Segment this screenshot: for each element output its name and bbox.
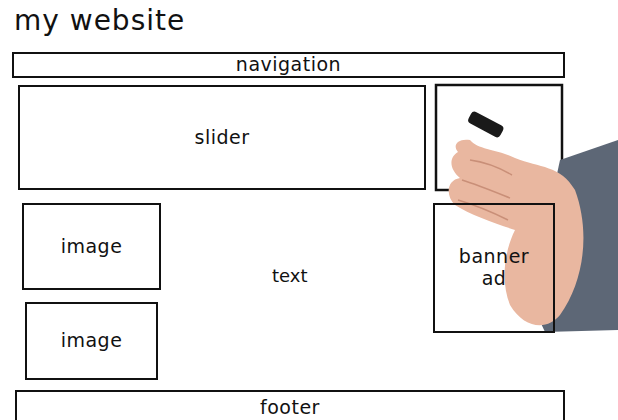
marker [467, 110, 505, 138]
hand-skin [449, 140, 584, 326]
wireframe-box: image [22, 203, 161, 290]
box-label: image [61, 330, 123, 352]
box-label: slider [194, 127, 249, 149]
box-label: footer [260, 397, 320, 419]
wireframe-box: slider [18, 85, 426, 190]
box-label: navigation [236, 54, 341, 76]
wireframe-box: image [25, 302, 158, 380]
page-title: my website [14, 4, 185, 37]
content-label: text [272, 265, 308, 286]
wireframe-box: footer [15, 390, 565, 420]
wireframe-box: banner ad [433, 203, 555, 333]
finger-lines [458, 160, 512, 220]
box-label: image [61, 236, 123, 258]
wireframe-box: navigation [12, 52, 565, 78]
box-label: banner ad [449, 246, 539, 290]
